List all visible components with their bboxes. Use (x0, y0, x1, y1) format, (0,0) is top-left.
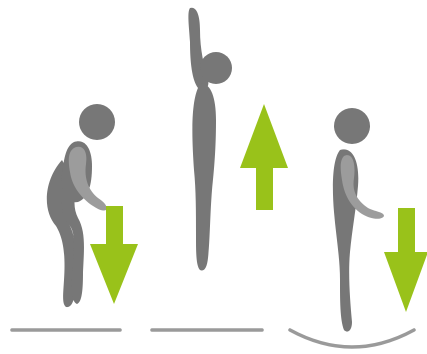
arrow-down-icon (90, 206, 138, 304)
jumping-figure (188, 8, 232, 271)
phase-crouch (12, 104, 138, 330)
arrow-up-icon (240, 104, 288, 210)
arrow-down-icon (384, 208, 427, 312)
jump-body (192, 84, 216, 271)
land-head (334, 108, 370, 144)
landing-figure (333, 108, 370, 332)
phase-land (290, 108, 427, 347)
phase-jump (152, 8, 288, 330)
ground-curved-right (290, 330, 414, 347)
crouch-head (79, 104, 115, 140)
jump-head (200, 52, 232, 84)
